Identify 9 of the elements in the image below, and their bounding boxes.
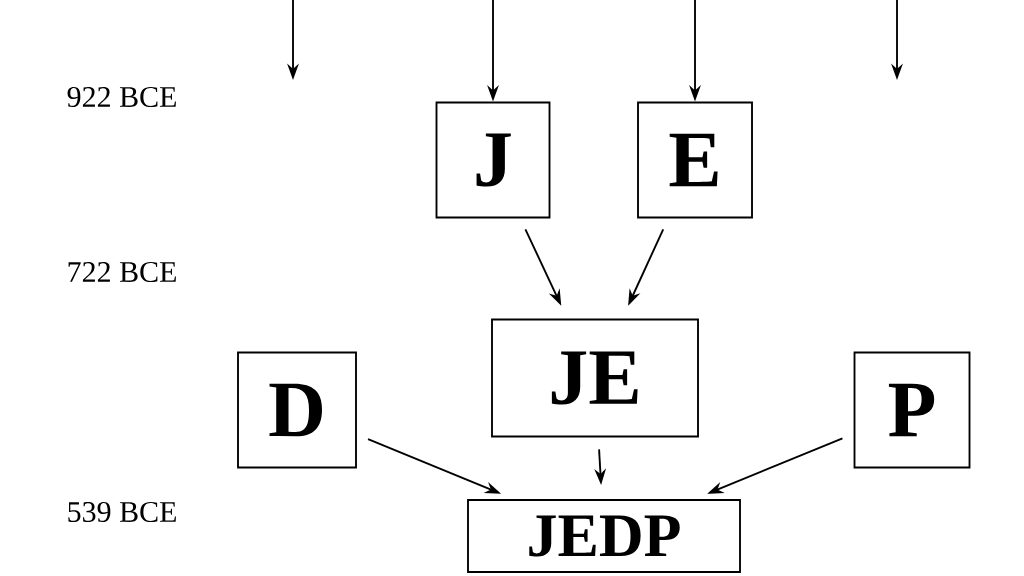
letter-box: J <box>435 101 551 219</box>
letter-box: JEDP <box>467 499 741 573</box>
date-label: 539 BCE <box>68 501 176 523</box>
date-label: 922 BCE <box>67 86 176 108</box>
date-label: 722 BCE <box>68 261 176 283</box>
letter-box: P <box>853 351 971 469</box>
letter-box: JE <box>491 318 699 438</box>
letter-box: D <box>237 351 357 469</box>
letter-box: E <box>637 101 753 219</box>
